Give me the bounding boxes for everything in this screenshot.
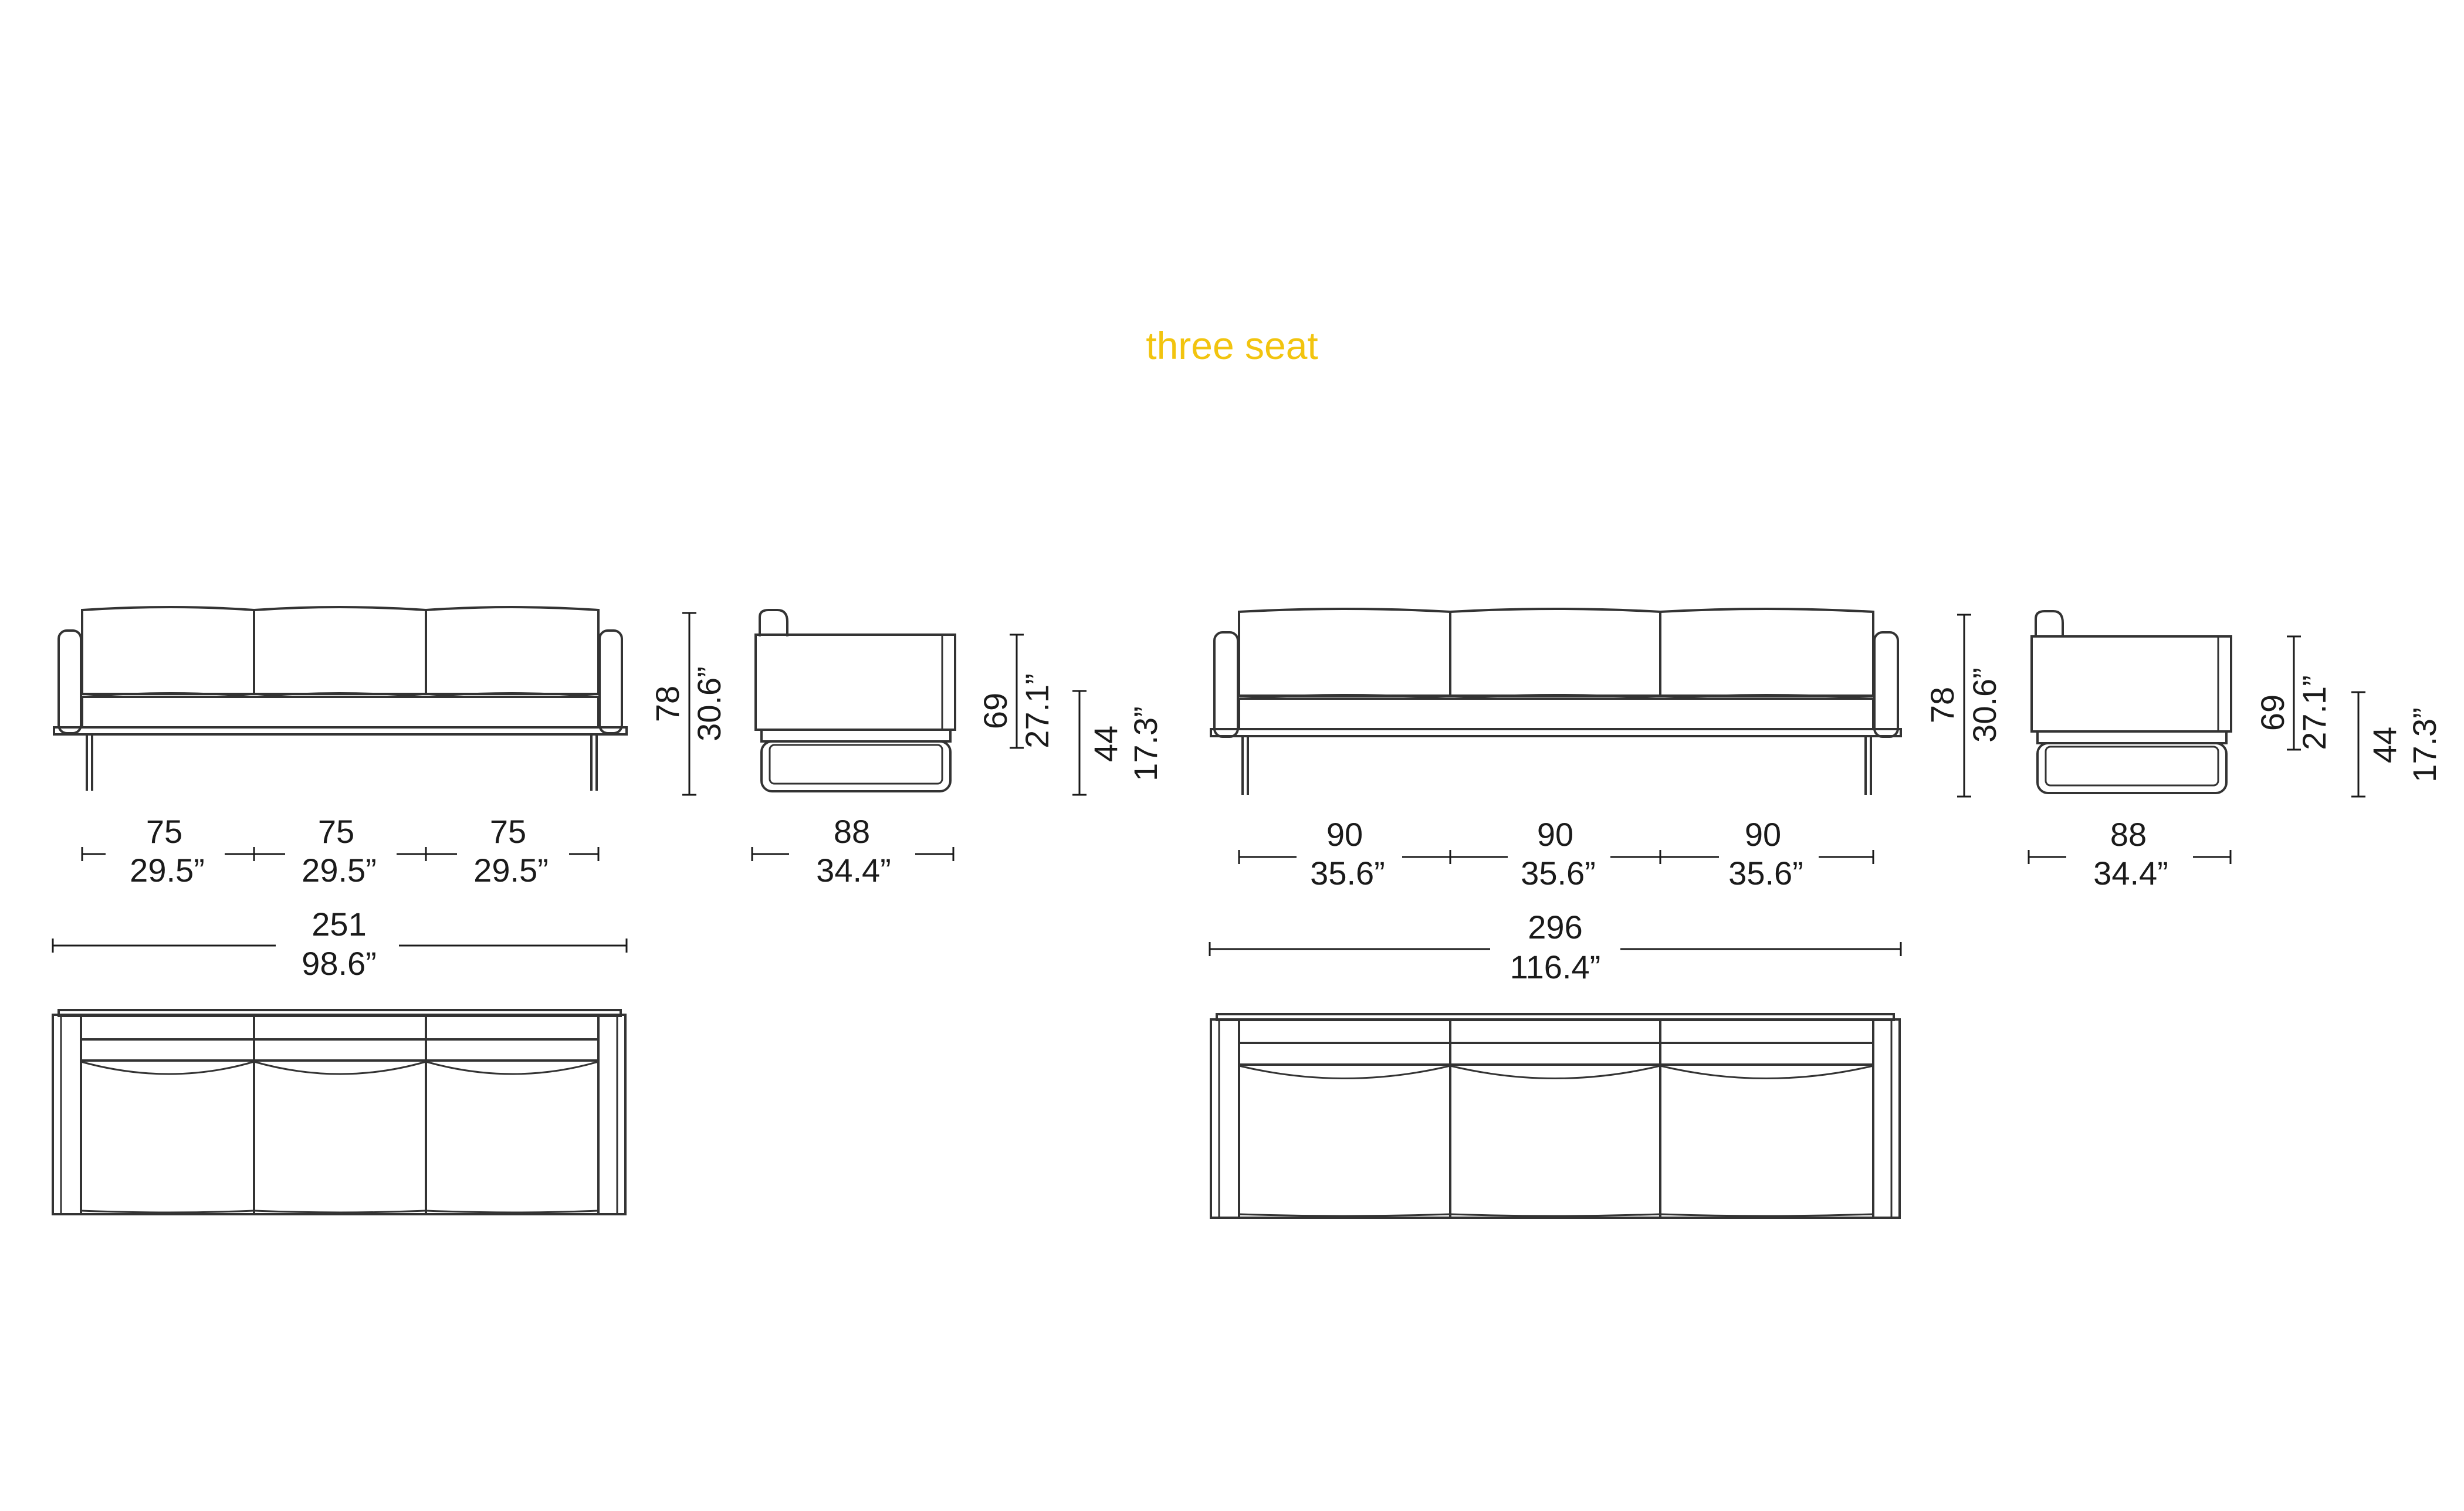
seat-width-in-label: 35.6” — [1728, 855, 1803, 892]
total-width-dimension-left: 251 98.6” — [52, 906, 628, 982]
height-in-label: 30.6” — [1966, 668, 2003, 743]
arm-height-in-label: 27.1” — [2296, 675, 2333, 750]
seat-width-cm-label: 90 — [1326, 816, 1363, 853]
seat-width-in-label: 29.5” — [473, 852, 549, 889]
arm-height-in-label: 27.1” — [1018, 673, 1055, 748]
arm-height-cm-label: 69 — [2254, 694, 2291, 731]
drawing-title: three seat — [1146, 324, 1318, 367]
seat-height-cm-label: 44 — [2366, 727, 2403, 763]
top-view-sofa-90 — [1210, 1013, 1901, 1219]
depth-cm-label: 88 — [2110, 816, 2147, 853]
seat-width-in-label: 35.6” — [1521, 855, 1596, 892]
seat-height-cm-label: 44 — [1087, 726, 1124, 762]
seat-width-in-label: 29.5” — [130, 852, 205, 889]
total-width-cm-label: 251 — [312, 906, 366, 943]
total-width-dimension-right: 296 116.4” — [1209, 909, 1902, 985]
seat-width-dimensions-left: 75 29.5” 75 29.5” 75 29.5” — [81, 813, 600, 889]
side-view-sofa-75 — [754, 609, 956, 792]
arm-height-dimension-right: 69 27.1” — [2254, 635, 2333, 751]
side-view-sofa-90 — [2030, 610, 2232, 794]
front-view-sofa-90 — [1210, 608, 1902, 795]
depth-in-label: 34.4” — [2093, 855, 2168, 892]
total-width-cm-label: 296 — [1528, 909, 1582, 946]
seat-height-in-label: 17.3” — [2406, 707, 2443, 782]
total-width-in-label: 116.4” — [1510, 948, 1601, 985]
seat-width-dimensions-right: 90 35.6” 90 35.6” 90 35.6” — [1238, 816, 1874, 892]
front-view-sofa-75 — [53, 606, 628, 791]
seat-width-cm-label: 90 — [1537, 816, 1573, 853]
height-dimension-left: 78 30.6” — [649, 612, 727, 796]
depth-cm-label: 88 — [834, 813, 870, 850]
height-dimension-right: 78 30.6” — [1924, 614, 2003, 798]
depth-dimension-right: 88 34.4” — [2028, 816, 2232, 892]
arm-height-dimension-left: 69 27.1” — [977, 633, 1055, 749]
seat-height-dimension-left: 44 17.3” — [1072, 690, 1164, 796]
seat-width-cm-label: 75 — [146, 813, 182, 850]
seat-height-in-label: 17.3” — [1127, 706, 1164, 781]
total-width-in-label: 98.6” — [302, 945, 377, 982]
seat-width-in-label: 29.5” — [302, 852, 377, 889]
height-cm-label: 78 — [1924, 687, 1961, 723]
height-in-label: 30.6” — [691, 666, 727, 741]
arm-height-cm-label: 69 — [977, 693, 1014, 729]
seat-width-cm-label: 90 — [1745, 816, 1781, 853]
seat-width-cm-label: 75 — [318, 813, 354, 850]
depth-in-label: 34.4” — [816, 852, 891, 889]
depth-dimension-left: 88 34.4” — [751, 813, 955, 889]
seat-width-cm-label: 75 — [490, 813, 526, 850]
seat-height-dimension-right: 44 17.3” — [2351, 691, 2443, 798]
seat-width-in-label: 35.6” — [1310, 855, 1385, 892]
top-view-sofa-75 — [52, 1009, 627, 1215]
height-cm-label: 78 — [649, 686, 686, 722]
